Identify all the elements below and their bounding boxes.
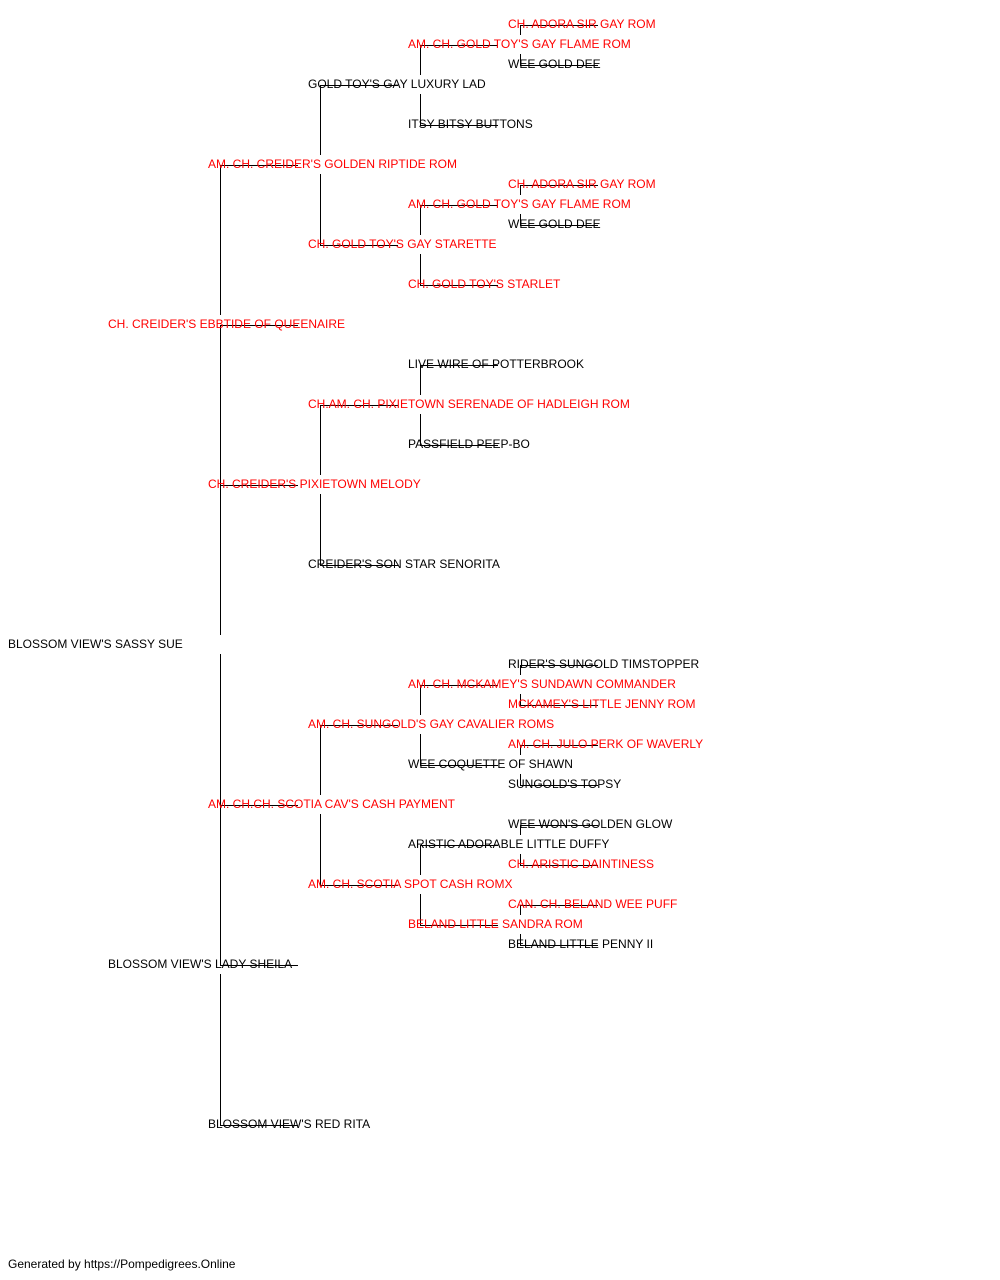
ancestor-name: AM. CH.CH. SCOTIA CAV'S CASH PAYMENT [208,797,455,811]
ancestor-name: WEE GOLD DEE [508,57,601,71]
ancestor-name: SUNGOLD'S TOPSY [508,777,622,791]
ancestor-name: AM. CH. GOLD TOY'S GAY FLAME ROM [408,197,631,211]
ancestor-name: MCKAMEY'S LITTLE JENNY ROM [508,697,696,711]
ancestor-name: ARISTIC ADORABLE LITTLE DUFFY [408,837,610,851]
ancestor-name: AM. CH. JULO PERK OF WAVERLY [508,737,704,751]
ancestor-name: PASSFIELD PEEP-BO [408,437,530,451]
ancestor-name: CH.AM. CH. PIXIETOWN SERENADE OF HADLEIG… [308,397,630,411]
subject-name: BLOSSOM VIEW'S SASSY SUE [8,637,183,651]
ancestor-name: CH. GOLD TOY'S GAY STARETTE [308,237,497,251]
ancestor-name: BELAND LITTLE SANDRA ROM [408,917,583,931]
ancestor-name: BLOSSOM VIEW'S LADY SHEILA [108,957,293,971]
ancestor-name: CH. CREIDER'S PIXIETOWN MELODY [208,477,421,491]
ancestor-name: CH. ARISTIC DAINTINESS [508,857,655,871]
ancestor-name: AM. CH. SUNGOLD'S GAY CAVALIER ROMS [308,717,555,731]
ancestor-name: CH. ADORA SIR GAY ROM [508,17,656,31]
ancestor-name: AM. CH. GOLD TOY'S GAY FLAME ROM [408,37,631,51]
ancestor-name: CH. GOLD TOY'S STARLET [408,277,561,291]
ancestor-name: ITSY BITSY BUTTONS [408,117,533,131]
ancestor-name: CAN. CH. BELAND WEE PUFF [508,897,678,911]
ancestor-name: GOLD TOY'S GAY LUXURY LAD [308,77,486,91]
ancestor-name: AM. CH. MCKAMEY'S SUNDAWN COMMANDER [408,677,676,691]
ancestor-name: BLOSSOM VIEW'S RED RITA [208,1117,371,1131]
ancestor-name: LIVE WIRE OF POTTERBROOK [408,357,585,371]
ancestor-name: BELAND LITTLE PENNY II [508,937,654,951]
ancestor-name: WEE WON'S GOLDEN GLOW [508,817,673,831]
ancestor-name: CH. CREIDER'S EBBTIDE OF QUEENAIRE [108,317,345,331]
ancestor-name: CH. ADORA SIR GAY ROM [508,177,656,191]
footer-credit: Generated by https://Pompedigrees.Online [8,1257,236,1271]
ancestor-name: WEE GOLD DEE [508,217,601,231]
ancestor-name: AM. CH. SCOTIA SPOT CASH ROMX [308,877,513,891]
ancestor-name: RIDER'S SUNGOLD TIMSTOPPER [508,657,700,671]
ancestor-name: CREIDER'S SON STAR SENORITA [308,557,500,571]
ancestor-name: WEE COQUETTE OF SHAWN [408,757,573,771]
ancestor-name: AM. CH. CREIDER'S GOLDEN RIPTIDE ROM [208,157,457,171]
